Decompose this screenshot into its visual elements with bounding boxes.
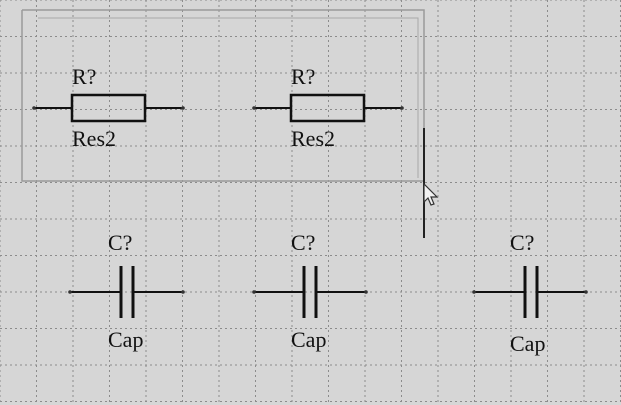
capacitor-3-comment: Cap	[510, 331, 546, 356]
capacitor-3[interactable]	[472, 266, 588, 318]
capacitor-1-designator: C?	[108, 230, 133, 255]
capacitor-3-designator: C?	[510, 230, 535, 255]
capacitor-2-comment: Cap	[291, 327, 327, 352]
selection-rectangle-inner	[38, 17, 419, 178]
capacitor-1-comment: Cap	[108, 327, 144, 352]
resistor-1-comment: Res2	[72, 126, 116, 151]
capacitor-2-designator: C?	[291, 230, 316, 255]
resistor-1[interactable]	[32, 93, 185, 123]
resistor-1-designator: R?	[72, 64, 97, 89]
resistor-2[interactable]	[252, 93, 404, 123]
resistor-2-comment: Res2	[291, 126, 335, 151]
capacitor-2[interactable]	[252, 266, 368, 318]
resistor-2-designator: R?	[291, 64, 316, 89]
capacitor-1[interactable]	[68, 266, 185, 318]
mouse-pointer-arrow-icon	[423, 182, 439, 206]
